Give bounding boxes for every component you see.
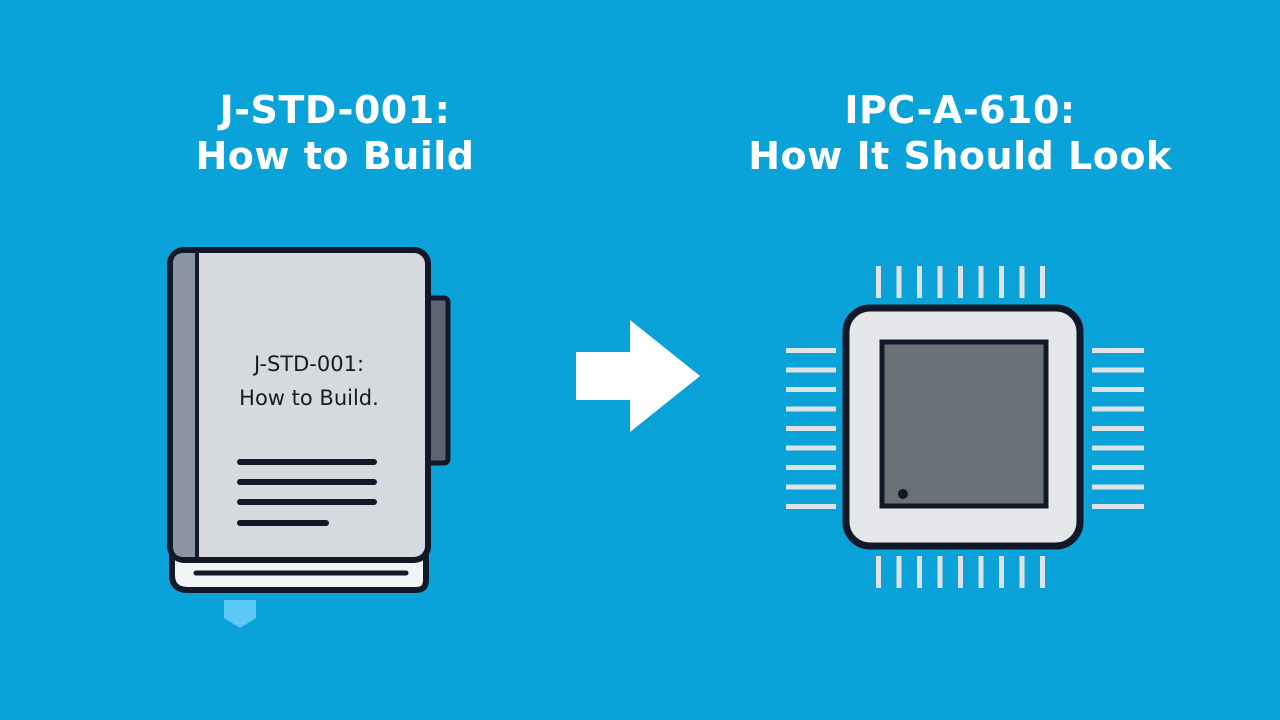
chip-pins: [786, 266, 1144, 588]
book-cover-title: J-STD-001: How to Build.: [200, 347, 418, 415]
chip-edge-dot: [875, 542, 882, 550]
chip-pin: [1092, 406, 1144, 412]
chip-edge-dot: [842, 483, 850, 491]
chip-pin: [786, 406, 836, 412]
left-heading-line1: J-STD-001:: [219, 88, 451, 132]
chip-edge-dot: [1018, 304, 1026, 312]
chip-edge-dot: [957, 304, 964, 312]
chip-pin: [937, 556, 943, 588]
chip-edge-dots: [842, 304, 1084, 550]
chip-pin: [999, 556, 1004, 588]
right-heading: IPC-A-610: How It Should Look: [700, 88, 1220, 179]
chip-pin: [1092, 387, 1144, 392]
chip-edge-dot: [842, 386, 850, 393]
chip-pin: [1019, 556, 1025, 588]
chip-edge-dot: [842, 366, 850, 374]
chip-edge-dot: [936, 542, 944, 550]
chip-edge-dot: [1076, 464, 1084, 471]
chip-edge-dot: [875, 304, 882, 312]
left-heading-line2: How to Build: [195, 133, 475, 178]
right-heading-line1: IPC-A-610:: [844, 88, 1076, 132]
chip-edge-dot: [1039, 542, 1046, 550]
right-arrow-icon: [576, 320, 700, 432]
chip-pin: [1040, 556, 1045, 588]
chip-edge-dot: [957, 542, 964, 550]
left-heading: J-STD-001: How to Build: [110, 88, 560, 179]
chip-edge-dot: [1076, 405, 1084, 413]
chip-pin: [978, 556, 984, 588]
chip-pin: [876, 556, 881, 588]
chip-edge-dot: [1039, 304, 1046, 312]
chip-pin: [786, 445, 836, 451]
chip-pin: [978, 266, 984, 298]
chip-pin: [1019, 266, 1025, 298]
chip-edge-dot: [842, 405, 850, 413]
bookmark-ribbon: [224, 600, 256, 628]
chip-edge-dot: [1076, 366, 1084, 374]
chip-edge-dot: [977, 304, 985, 312]
chip-pin: [786, 426, 836, 431]
chip-pin: [958, 266, 963, 298]
microchip-icon: [786, 266, 1144, 588]
chip-edge-dot: [895, 304, 903, 312]
book-icon: [167, 247, 451, 628]
chip-pin: [896, 556, 902, 588]
chip-edge-dot: [998, 542, 1005, 550]
chip-die: [879, 339, 1049, 509]
chip-pin: [1040, 266, 1045, 298]
chip-pin: [937, 266, 943, 298]
chip-pin: [786, 504, 836, 509]
chip-pin: [1092, 445, 1144, 451]
right-heading-line2: How It Should Look: [748, 133, 1172, 178]
chip-edge-dot: [842, 347, 850, 354]
chip-edge-dot: [977, 542, 985, 550]
chip-pin: [786, 387, 836, 392]
chip-pin: [896, 266, 902, 298]
chip-pin: [958, 556, 963, 588]
chip-pin: [1092, 465, 1144, 470]
chip-orientation-dot: [898, 489, 908, 499]
chip-edge-dot: [842, 444, 850, 452]
chip-edge-dot: [1076, 483, 1084, 491]
chip-edge-dot: [936, 304, 944, 312]
chip-edge-dot: [1076, 444, 1084, 452]
chip-pin: [1092, 504, 1144, 509]
chip-edge-dot: [916, 542, 923, 550]
book-cover-title-line1: J-STD-001:: [253, 352, 365, 376]
chip-edge-dot: [895, 542, 903, 550]
book-spine: [173, 253, 196, 557]
chip-pin: [917, 556, 922, 588]
chip-pin: [876, 266, 881, 298]
chip-pin: [786, 484, 836, 490]
chip-edge-dot: [842, 464, 850, 471]
chip-edge-dot: [1076, 503, 1084, 510]
book-cover-title-line2: How to Build.: [239, 386, 379, 410]
chip-pin: [1092, 348, 1144, 353]
chip-pin: [999, 266, 1004, 298]
chip-pin: [786, 367, 836, 373]
chip-edge-dot: [1076, 347, 1084, 354]
chip-pin: [1092, 426, 1144, 431]
chip-edge-dot: [842, 425, 850, 432]
chip-pin: [786, 348, 836, 353]
chip-pin: [1092, 484, 1144, 490]
chip-edge-dot: [998, 304, 1005, 312]
chip-edge-dot: [916, 304, 923, 312]
chip-pin: [1092, 367, 1144, 373]
chip-pin: [786, 465, 836, 470]
chip-edge-dot: [1076, 425, 1084, 432]
chip-edge-dot: [1076, 386, 1084, 393]
chip-edge-dot: [1018, 542, 1026, 550]
chip-pin: [917, 266, 922, 298]
chip-edge-dot: [842, 503, 850, 510]
